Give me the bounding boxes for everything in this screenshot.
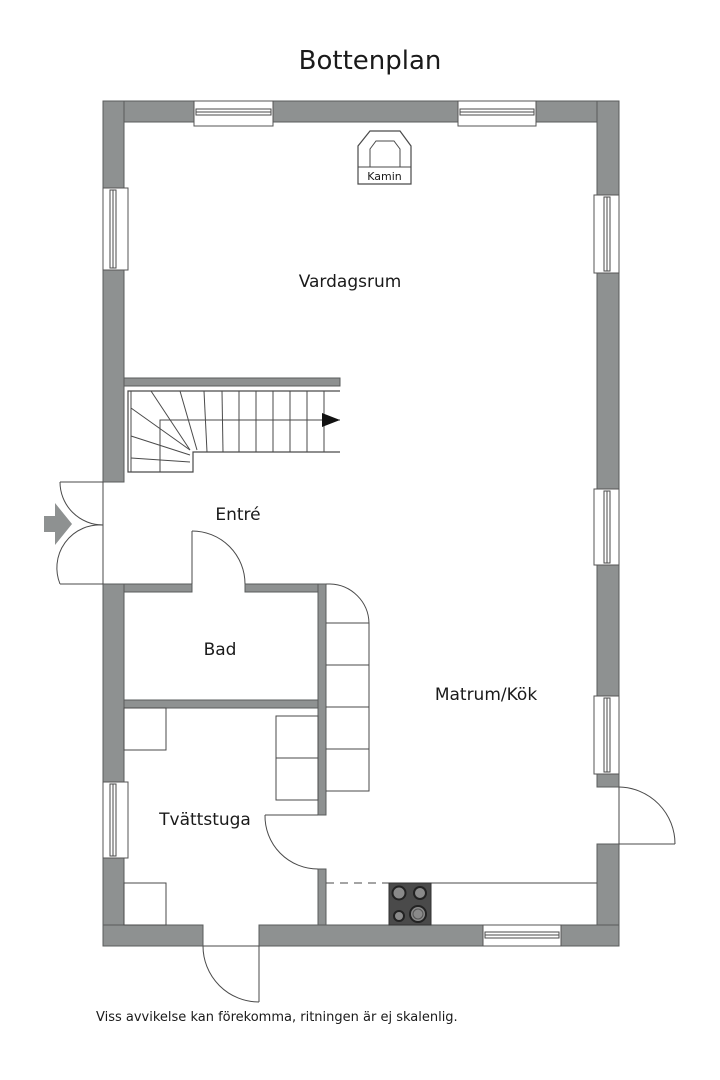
entry-arrow-icon [44, 503, 72, 545]
window-bottom [482, 924, 562, 947]
room-label-tvattstuga: Tvättstuga [158, 810, 251, 830]
room-label-matrum-kok: Matrum/Kök [435, 685, 538, 705]
stair-direction-arrow-icon [322, 413, 340, 427]
stove-icon [388, 882, 432, 926]
front-door [44, 481, 104, 585]
window-right-upper [593, 194, 620, 274]
laundry-fixtures [123, 707, 319, 926]
kitchen-counter [326, 882, 597, 926]
window-left-upper [102, 187, 129, 271]
window-right-lower [593, 695, 620, 775]
window-top-right [457, 100, 537, 127]
room-label-entre: Entré [215, 505, 260, 525]
kitchen-door [618, 786, 676, 845]
exterior-walls [102, 100, 620, 947]
interior-walls [123, 377, 341, 926]
window-top-left [193, 100, 274, 127]
tvattstuga-door [264, 814, 319, 870]
room-label-bad: Bad [204, 640, 237, 660]
bad-door [191, 530, 246, 585]
window-left-lower [102, 781, 129, 859]
room-label-vardagsrum: Vardagsrum [299, 272, 402, 292]
window-right-middle [593, 488, 620, 566]
kamin-label: Kamin [367, 170, 402, 183]
staircase [127, 390, 340, 473]
windows [102, 100, 620, 947]
kitchen-wall-cabinets [326, 583, 370, 792]
page-title: Bottenplan [298, 46, 442, 76]
disclaimer-footnote: Viss avvikelse kan förekomma, ritningen … [96, 1010, 458, 1025]
back-door [202, 945, 260, 1003]
kamin-fireplace: Kamin [357, 130, 412, 185]
